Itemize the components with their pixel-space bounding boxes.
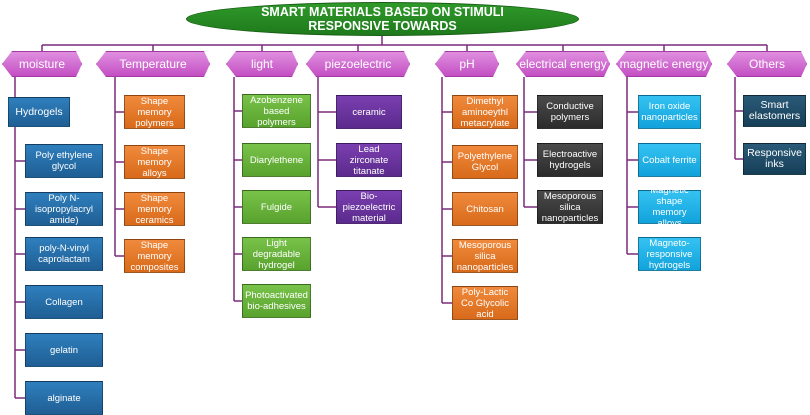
hydrogels-box: Hydrogels (8, 97, 70, 127)
category-ph: pH (435, 51, 499, 77)
category-light: light (226, 51, 298, 77)
material-box: Dimethyl aminoeythl metacrylate (452, 95, 518, 129)
material-box: Diarylethene (242, 143, 311, 177)
category-temperature: Temperature (96, 51, 210, 77)
material-box: Polyethylene Glycol (452, 145, 518, 179)
material-box: Magneto-responsive hydrogels (638, 237, 701, 271)
title-line-2: RESPONSIVE TOWARDS (308, 19, 457, 33)
material-box: Mesoporous silica nanoparticles (452, 239, 518, 273)
material-box: Bio-piezoelectric material (336, 190, 402, 224)
material-box: Smart elastomers (743, 95, 806, 127)
material-box: Collagen (25, 285, 103, 319)
material-box: Fulgide (242, 190, 311, 224)
material-box: Shape memory polymers (124, 95, 185, 129)
material-box: Conductive polymers (537, 95, 603, 129)
material-box: Lead zirconate titanate (336, 143, 402, 177)
material-box: gelatin (25, 333, 103, 367)
material-box: Poly-Lactic Co Glycolic acid (452, 286, 518, 320)
category-others: Others (727, 51, 807, 77)
material-box: Electroactive hydrogels (537, 143, 603, 177)
category-electrical-energy: electrical energy (516, 51, 610, 77)
category-piezoelectric: piezoelectric (306, 51, 410, 77)
material-box: Photoactivated bio-adhesives (242, 284, 311, 318)
material-box: Shape memory alloys (124, 145, 185, 179)
material-box: Chitosan (452, 192, 518, 226)
material-box: Light degradable hydrogel (242, 237, 311, 271)
title-line-1: SMART MATERIALS BASED ON STIMULI (261, 5, 504, 19)
material-box: Magnetic shape memory alloys (638, 185, 701, 229)
material-box: Poly ethylene glycol (25, 144, 103, 178)
material-box: Iron oxide nanoparticles (638, 95, 701, 129)
material-box: Responsive inks (743, 143, 806, 175)
category-magnetic-energy: magnetic energy (616, 51, 712, 77)
material-box: Shape memory composites (124, 239, 185, 273)
category-moisture: moisture (2, 51, 82, 77)
material-box: Cobalt ferrite (638, 143, 701, 177)
material-box: Azobenzene based polymers (242, 94, 311, 128)
material-box: Shape memory ceramics (124, 192, 185, 226)
material-box: ceramic (336, 95, 402, 129)
material-box: poly-N-vinyl caprolactam (25, 237, 103, 271)
material-box: alginate (25, 381, 103, 415)
material-box: Poly N-isopropylacryl amide) (25, 192, 103, 226)
material-box: Mesoporous silica nanoparticles (537, 190, 603, 224)
diagram-title: SMART MATERIALS BASED ON STIMULI RESPONS… (186, 2, 579, 36)
